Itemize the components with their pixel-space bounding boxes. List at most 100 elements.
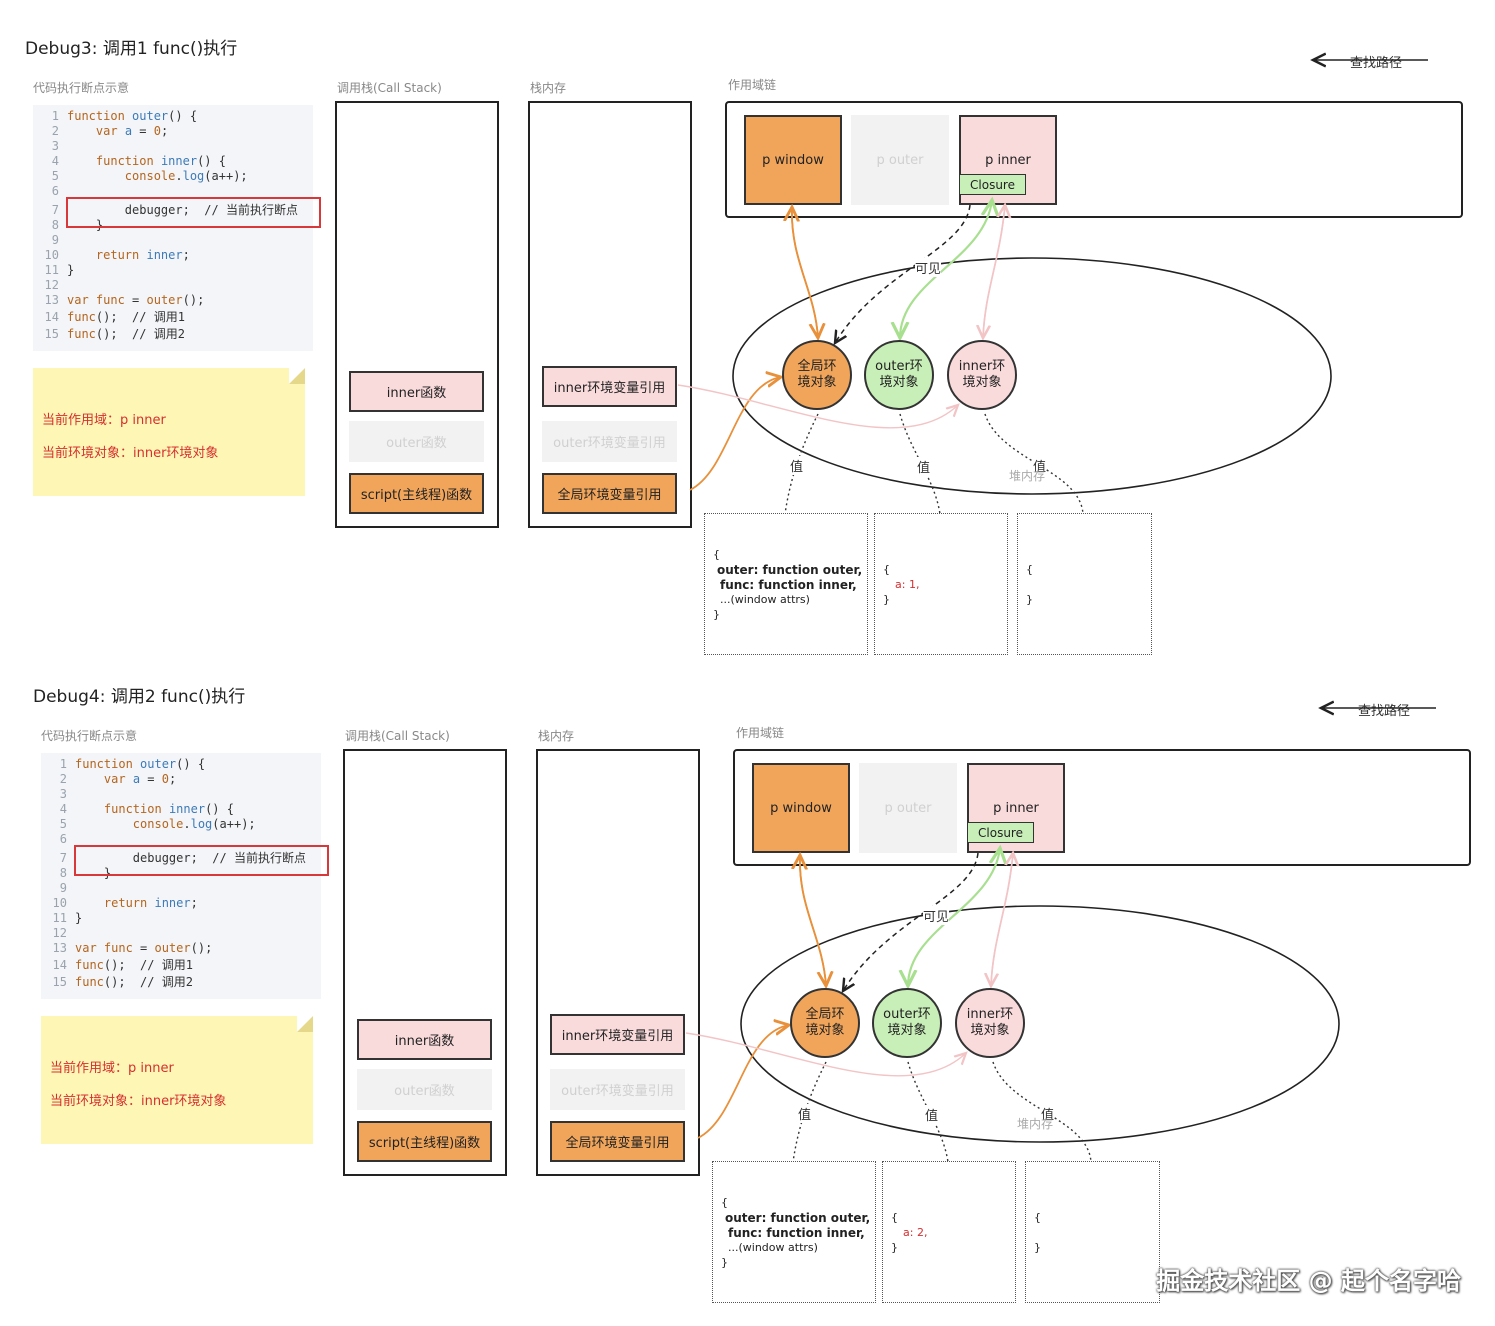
- code-token: var: [67, 293, 96, 307]
- visible-label: 可见: [923, 906, 950, 925]
- environment-object: 全局环 境对象: [790, 988, 860, 1058]
- debug-panel: Debug4: 调用2 func()执行代码执行断点示意 调用栈(Call Sta…: [0, 648, 1495, 1308]
- scope-item: p window: [744, 115, 842, 205]
- code-token: func: [67, 310, 96, 324]
- watermark: 掘金技术社区 @ 起个名字哈: [1156, 1267, 1461, 1295]
- heap-line: func: function inner,: [720, 578, 857, 592]
- code-token: ;: [190, 896, 198, 910]
- call-stack-frame: script(主线程)函数: [349, 473, 484, 514]
- environment-label: outer环 境对象: [875, 359, 923, 390]
- global-ref-arrow: [697, 1025, 789, 1139]
- heap-line: }: [721, 1256, 728, 1269]
- code-token: (); // 调用2: [95, 327, 185, 341]
- value-label: 值: [925, 1105, 939, 1124]
- code-line: 6: [41, 832, 75, 847]
- closure-visible-arrow: [835, 204, 971, 343]
- call-stack-label: 调用栈(Call Stack): [345, 729, 450, 743]
- scope-chain-label: 作用域链: [736, 726, 785, 740]
- code-line: 9: [33, 233, 67, 248]
- value-label: 值: [798, 1104, 812, 1123]
- note-current-env: 当前环境对象：inner环境对象: [50, 1094, 227, 1109]
- closure-to-outer-arrow: [908, 847, 1001, 986]
- environment-label: outer环 境对象: [883, 1007, 931, 1038]
- environment-label: 全局环 境对象: [797, 359, 837, 390]
- code-token: a: [132, 772, 141, 786]
- code-token: func: [103, 941, 133, 955]
- debug-panel: Debug3: 调用1 func()执行代码执行断点示意调用栈(Call Sta…: [0, 0, 1495, 660]
- environment-ellipse: [740, 905, 1340, 1143]
- code-token: var: [103, 772, 133, 786]
- code-token: func: [75, 975, 104, 989]
- line-number: 9: [51, 233, 59, 247]
- code-token: inner: [168, 802, 206, 816]
- inner-env-arrow: [990, 853, 1013, 987]
- memory-frame: 全局环境变量引用: [542, 473, 677, 514]
- code-line: 3: [33, 139, 67, 154]
- code-line: 5 console.log(a++);: [33, 169, 248, 184]
- code-line: 9: [41, 881, 75, 896]
- line-number: 1: [51, 109, 59, 123]
- heap-line: }: [891, 1241, 898, 1254]
- memory-frame: outer环境变量引用: [550, 1069, 685, 1110]
- code-token: log: [182, 169, 205, 183]
- code-token: ;: [160, 124, 169, 138]
- code-token: outer: [132, 109, 169, 123]
- code-line: 8 }: [33, 218, 103, 233]
- call-stack-label: 调用栈(Call Stack): [337, 81, 442, 95]
- code-token: console: [132, 817, 184, 831]
- global-heap-object: {outer: function outer,func: function in…: [712, 1161, 876, 1303]
- value-label: 值: [917, 457, 931, 476]
- code-token: .: [183, 817, 191, 831]
- line-number: 13: [52, 941, 67, 955]
- line-number: 8: [59, 866, 67, 880]
- note-current-scope: 当前作用域：p inner: [50, 1061, 174, 1076]
- stack-memory-label: 栈内存: [538, 729, 575, 743]
- code-token: () {: [176, 757, 206, 771]
- environment-label: 全局环 境对象: [805, 1007, 845, 1038]
- code-line: 2 var a = 0;: [33, 124, 168, 139]
- closure-visible-arrow: [843, 852, 979, 991]
- code-line: 11}: [33, 263, 75, 278]
- line-number: 12: [52, 926, 67, 940]
- code-token: var: [75, 941, 104, 955]
- scope-chain-label: 作用域链: [728, 78, 777, 92]
- global-ref-arrow: [689, 377, 781, 491]
- code-token: function: [67, 109, 133, 123]
- code-token: =: [140, 772, 162, 786]
- outer-heap-object: {a: 2,}: [882, 1161, 1016, 1303]
- code-line: 12: [33, 278, 67, 293]
- code-line: 10 return inner;: [41, 896, 198, 911]
- code-token: ;: [182, 248, 190, 262]
- code-token: }: [67, 263, 75, 277]
- breakpoint-highlight: [74, 845, 329, 876]
- diagram-connectors: [677, 0, 1428, 515]
- code-token: outer: [140, 757, 177, 771]
- code-section-label: 代码执行断点示意: [41, 729, 138, 743]
- code-token: return: [95, 248, 147, 262]
- line-number: 2: [51, 124, 59, 138]
- window-to-global-arrow: [799, 854, 826, 986]
- environment-label: inner环 境对象: [958, 359, 1006, 390]
- panel-title: Debug4: 调用2 func()执行: [33, 687, 246, 707]
- environment-object: inner环 境对象: [947, 340, 1017, 410]
- code-token: func: [75, 958, 104, 972]
- code-token: (); // 调用1: [95, 310, 185, 324]
- code-token: =: [124, 293, 147, 307]
- heap-line: {: [883, 563, 890, 576]
- code-token: =: [132, 124, 154, 138]
- memory-frame: inner环境变量引用: [550, 1014, 685, 1055]
- line-number: 8: [51, 218, 59, 232]
- value-label: 值: [1033, 456, 1047, 475]
- code-token: function: [95, 154, 161, 168]
- code-token: (a++);: [212, 817, 256, 831]
- code-line: 4 function inner() {: [41, 802, 234, 817]
- inner-ref-arrow: [685, 1032, 966, 1077]
- code-token: ();: [190, 941, 213, 955]
- code-token: return: [103, 896, 155, 910]
- heap-line: }: [1034, 1241, 1041, 1254]
- code-token: }: [75, 866, 112, 880]
- sticky-note: 当前作用域：p inner 当前环境对象：inner环境对象: [41, 1016, 313, 1144]
